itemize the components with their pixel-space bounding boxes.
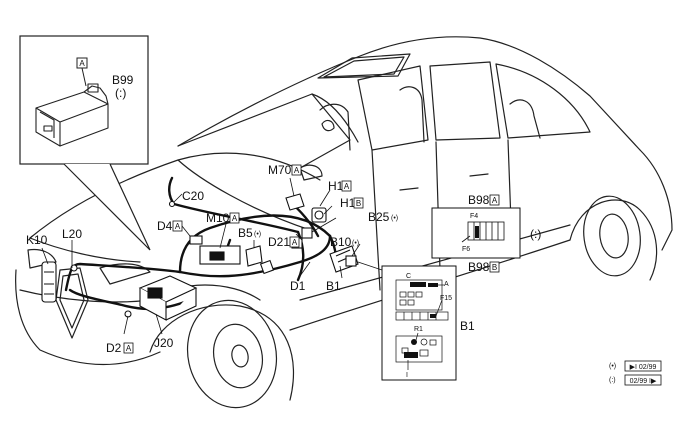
leader-lines [41,177,361,335]
legend: (•) ▶I 02/99 (:) 02/99 I▶ [609,360,662,386]
label-k10: K10 [26,233,48,247]
label-b98-note: (:) [530,227,541,241]
label-h1b-box: B [356,199,361,208]
label-b25: B25 [368,210,390,224]
label-d21-box: A [292,238,298,247]
label-l20: L20 [62,227,82,241]
legend-row2-badge: 02/99 I▶ [630,378,657,385]
legend-row1-symbol: (•) [609,363,616,370]
b99-note: (:) [115,86,126,100]
label-c20: C20 [182,189,204,203]
label-b98b-box: B [492,263,497,272]
b99-label: B99 [112,73,134,87]
label-b10-note: (•) [352,240,359,247]
label-m70-box: A [294,166,300,175]
label-a: A [444,281,449,288]
label-d4-box: A [175,222,181,231]
label-b1-right: B1 [460,319,475,333]
label-b5: B5 [238,226,253,240]
label-h1b: H1 [340,196,356,210]
label-m10-box: A [232,214,238,223]
car-body [15,36,673,409]
battery-callout: A B99 (:) [19,35,151,251]
label-b25-note: (•) [391,215,398,222]
label-h1a: H1 [328,179,344,193]
label-b98a-box: A [492,196,498,205]
label-i: I [406,372,408,379]
label-b5-note: (•) [254,231,261,238]
legend-row2-symbol: (:) [609,377,616,384]
label-m70: M70 [268,163,292,177]
b1-detail: C A F15 R1 [357,261,457,381]
label-f6: F6 [462,246,470,253]
label-d2-box: A [126,344,132,353]
label-b98a: B98 [468,193,490,207]
label-h1a-box: A [344,182,350,191]
label-f15: F15 [440,295,452,302]
label-r1: R1 [414,326,423,333]
label-b98b: B98 [468,260,490,274]
b98-callout: B98 A F4 F6 (:) B98 B [431,193,541,274]
label-d4: D4 [157,219,173,233]
b99-box-label: A [79,59,85,68]
label-d1: D1 [290,279,306,293]
legend-row1-badge: ▶I 02/99 [630,364,657,371]
label-b1-mid: B1 [326,279,341,293]
component-labels: C20 M70 A H1 A H1 B B25 (•) D4 A M10 A B… [26,163,398,355]
label-c: C [406,273,411,280]
label-f4: F4 [470,213,478,220]
label-d2: D2 [106,341,122,355]
label-j20: J20 [154,336,174,350]
label-b10: B10 [330,235,352,249]
wiring-harness [64,176,338,311]
label-d21: D21 [268,235,290,249]
label-m10: M10 [206,211,230,225]
